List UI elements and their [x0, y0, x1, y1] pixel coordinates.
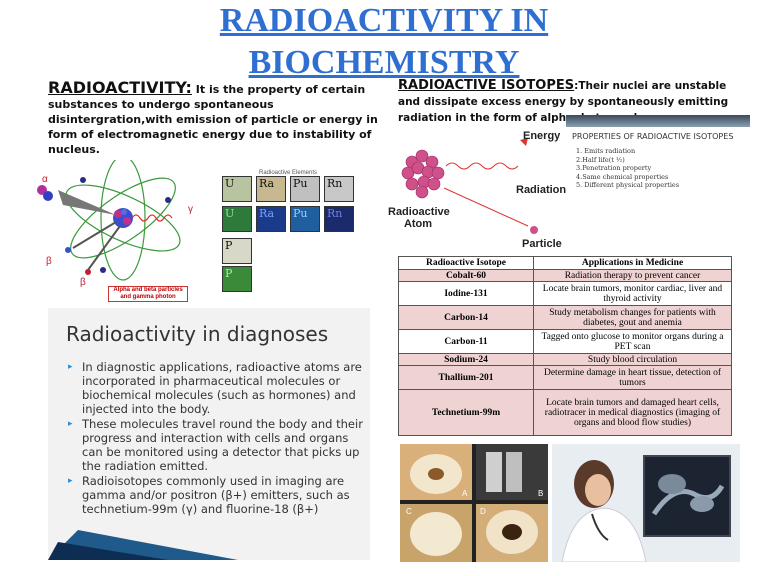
definition-text: It is the property of certain substances… [48, 83, 378, 156]
list-item-text: In diagnostic applications, radioactive … [82, 360, 362, 416]
table-row: Carbon-14 Study metabolism changes for p… [398, 305, 732, 330]
tile-pu-glow: Pu [290, 206, 320, 232]
bullet-icon: ▸ [68, 362, 73, 372]
bullet-icon: ▸ [68, 419, 73, 429]
isotopes-text: :Their nuclei are unstable and dissipate… [398, 80, 729, 124]
beta-plus-label: β [80, 277, 86, 288]
atom-label: Radioactive Atom [388, 206, 450, 230]
teeth-image: A B C D [400, 444, 548, 562]
bullet-icon: ▸ [68, 476, 73, 486]
diagnoses-panel [48, 308, 370, 560]
title-line-1: RADIOACTIVITY IN [219, 2, 549, 39]
list-item-text: Radioisotopes commonly used in imaging a… [82, 474, 350, 516]
teeth-label-d: D [480, 507, 486, 516]
doctor-image [552, 444, 740, 563]
tile-p-glow: P [222, 266, 252, 292]
teeth-label-c: C [406, 507, 412, 516]
table-row: Technetium-99m Locate brain tumors and d… [398, 389, 732, 436]
tile-pu: Pu [290, 176, 320, 202]
tile-rn: Rn [324, 176, 354, 202]
column-header-isotope: Radioactive Isotope [398, 256, 534, 270]
application-cell: Study blood circulation [533, 353, 732, 366]
list-item-text: These molecules travel round the body an… [82, 417, 363, 473]
isotope-cell: Cobalt-60 [398, 269, 534, 282]
particle-label: Particle [522, 238, 562, 250]
title-line-2: BIOCHEMISTRY [248, 44, 520, 81]
application-cell: Radiation therapy to prevent cancer [533, 269, 732, 282]
alpha-label: α [42, 174, 48, 185]
property-item: 2.Half life(t ½) [576, 155, 625, 164]
isotopes-heading: RADIOACTIVE ISOTOPES [398, 78, 575, 93]
tile-u-glow: U [222, 206, 252, 232]
radiation-figure: Energy Radiation Radioactive Atom Partic… [388, 128, 578, 250]
tile-u: U [222, 176, 252, 202]
properties-heading: PROPERTIES OF RADIOACTIVE ISOTOPES [572, 132, 734, 141]
radiation-label: Radiation [516, 184, 567, 196]
gamma-label: γ [188, 204, 193, 215]
application-cell: Locate brain tumors, monitor cardiac, li… [533, 281, 732, 306]
list-item: ▸ These molecules travel round the body a… [66, 417, 366, 473]
isotope-properties: PROPERTIES OF RADIOACTIVE ISOTOPES 1. Em… [572, 132, 744, 190]
table-row: Cobalt-60 Radiation therapy to prevent c… [398, 269, 732, 282]
page-title: RADIOACTIVITY IN BIOCHEMISTRY [0, 0, 768, 84]
definition-heading: RADIOACTIVITY: [48, 78, 192, 97]
property-item: 1. Emits radiation [576, 147, 636, 155]
radiation-drawing [401, 138, 538, 234]
dental-xray-photo: A B C D [400, 444, 548, 562]
teeth-label-b: B [538, 489, 543, 498]
isotope-cell: Carbon-11 [398, 329, 534, 354]
element-tiles: U Ra Pu Rn U Ra Pu Rn P P [214, 168, 362, 298]
diagnoses-title: Radioactivity in diagnoses [66, 322, 329, 346]
beta-minus-label: β [46, 256, 52, 267]
list-item: ▸ Radioisotopes commonly used in imaging … [66, 474, 366, 516]
radioactivity-definition: RADIOACTIVITY: It is the property of cer… [48, 80, 388, 157]
isotope-cell: Technetium-99m [398, 389, 534, 436]
tile-ra-glow: Ra [256, 206, 286, 232]
table-header-row: Radioactive Isotope Applications in Medi… [398, 256, 732, 270]
overlay-bar [566, 115, 750, 127]
application-cell: Locate brain tumors and damaged heart ce… [533, 389, 732, 436]
table-row: Sodium-24 Study blood circulation [398, 353, 732, 366]
table-row: Thallium-201 Determine damage in heart t… [398, 365, 732, 390]
isotope-cell: Thallium-201 [398, 365, 534, 390]
isotope-cell: Carbon-14 [398, 305, 534, 330]
isotope-cell: Sodium-24 [398, 353, 534, 366]
tiles-header: Radioactive Elements [258, 170, 318, 176]
application-cell: Tagged onto glucose to monitor organs du… [533, 329, 732, 354]
tile-p: P [222, 238, 252, 264]
property-item: 4.Same chemical properties [576, 172, 669, 181]
teeth-label-a: A [462, 489, 468, 498]
property-item: 5. Different physical properties [576, 181, 680, 189]
atom-emission-figure: α β β γ [37, 160, 193, 288]
isotopes-intro: RADIOACTIVE ISOTOPES:Their nuclei are un… [398, 78, 748, 126]
decorative-wedge [48, 530, 238, 560]
column-header-application: Applications in Medicine [533, 256, 732, 270]
diagnoses-list: ▸ In diagnostic applications, radioactive… [66, 360, 366, 517]
tile-rn-glow: Rn [324, 206, 354, 232]
tile-ra: Ra [256, 176, 286, 202]
application-cell: Determine damage in heart tissue, detect… [533, 365, 732, 390]
applications-table: Radioactive Isotope Applications in Medi… [398, 256, 732, 436]
atom-caption: Alpha and beta particles and gamma photo… [108, 286, 188, 302]
isotope-cell: Iodine-131 [398, 281, 534, 306]
energy-label: Energy [523, 130, 561, 142]
property-item: 3.Penetration property [576, 164, 652, 172]
doctor-xray-photo [552, 444, 740, 563]
list-item: ▸ In diagnostic applications, radioactive… [66, 360, 366, 416]
table-row: Iodine-131 Locate brain tumors, monitor … [398, 281, 732, 306]
application-cell: Study metabolism changes for patients wi… [533, 305, 732, 330]
table-row: Carbon-11 Tagged onto glucose to monitor… [398, 329, 732, 354]
